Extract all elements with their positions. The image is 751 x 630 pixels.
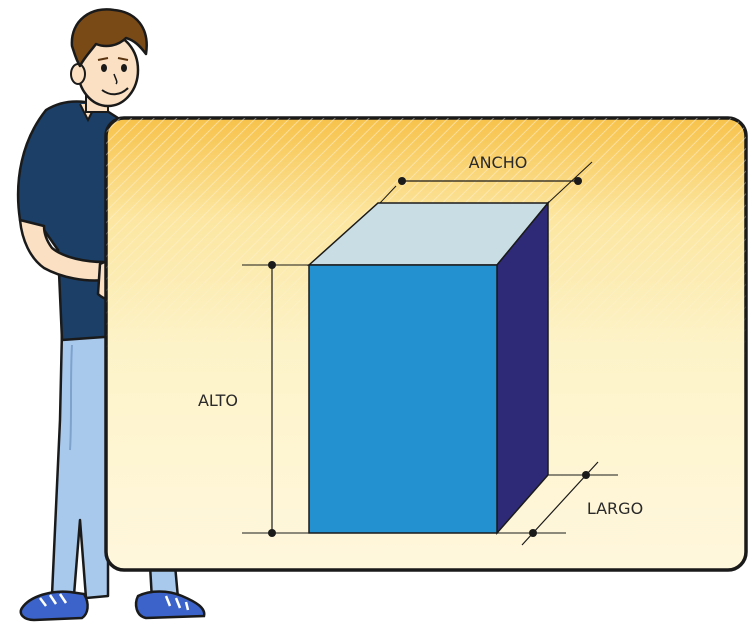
largo-end-marker	[582, 471, 590, 479]
alto-end-marker	[268, 529, 276, 537]
head	[70, 8, 148, 113]
largo-label: LARGO	[587, 499, 643, 518]
alto-start-marker	[268, 261, 276, 269]
prism-front-face	[308, 264, 498, 534]
dimension-alto: ALTO	[198, 261, 309, 537]
ancho-label: ANCHO	[469, 153, 528, 172]
ancho-end-marker	[574, 177, 582, 185]
dimension-ancho: ANCHO	[379, 153, 593, 204]
hair	[70, 8, 148, 68]
ancho-start-marker	[398, 177, 406, 185]
shirt	[16, 100, 120, 342]
dimension-largo: LARGO	[497, 461, 643, 546]
alto-label: ALTO	[198, 391, 238, 410]
jeans	[50, 328, 180, 602]
rectangular-prism	[307, 200, 550, 535]
largo-start-marker	[529, 529, 537, 537]
shoes	[19, 590, 206, 622]
boy-figure	[16, 8, 206, 622]
